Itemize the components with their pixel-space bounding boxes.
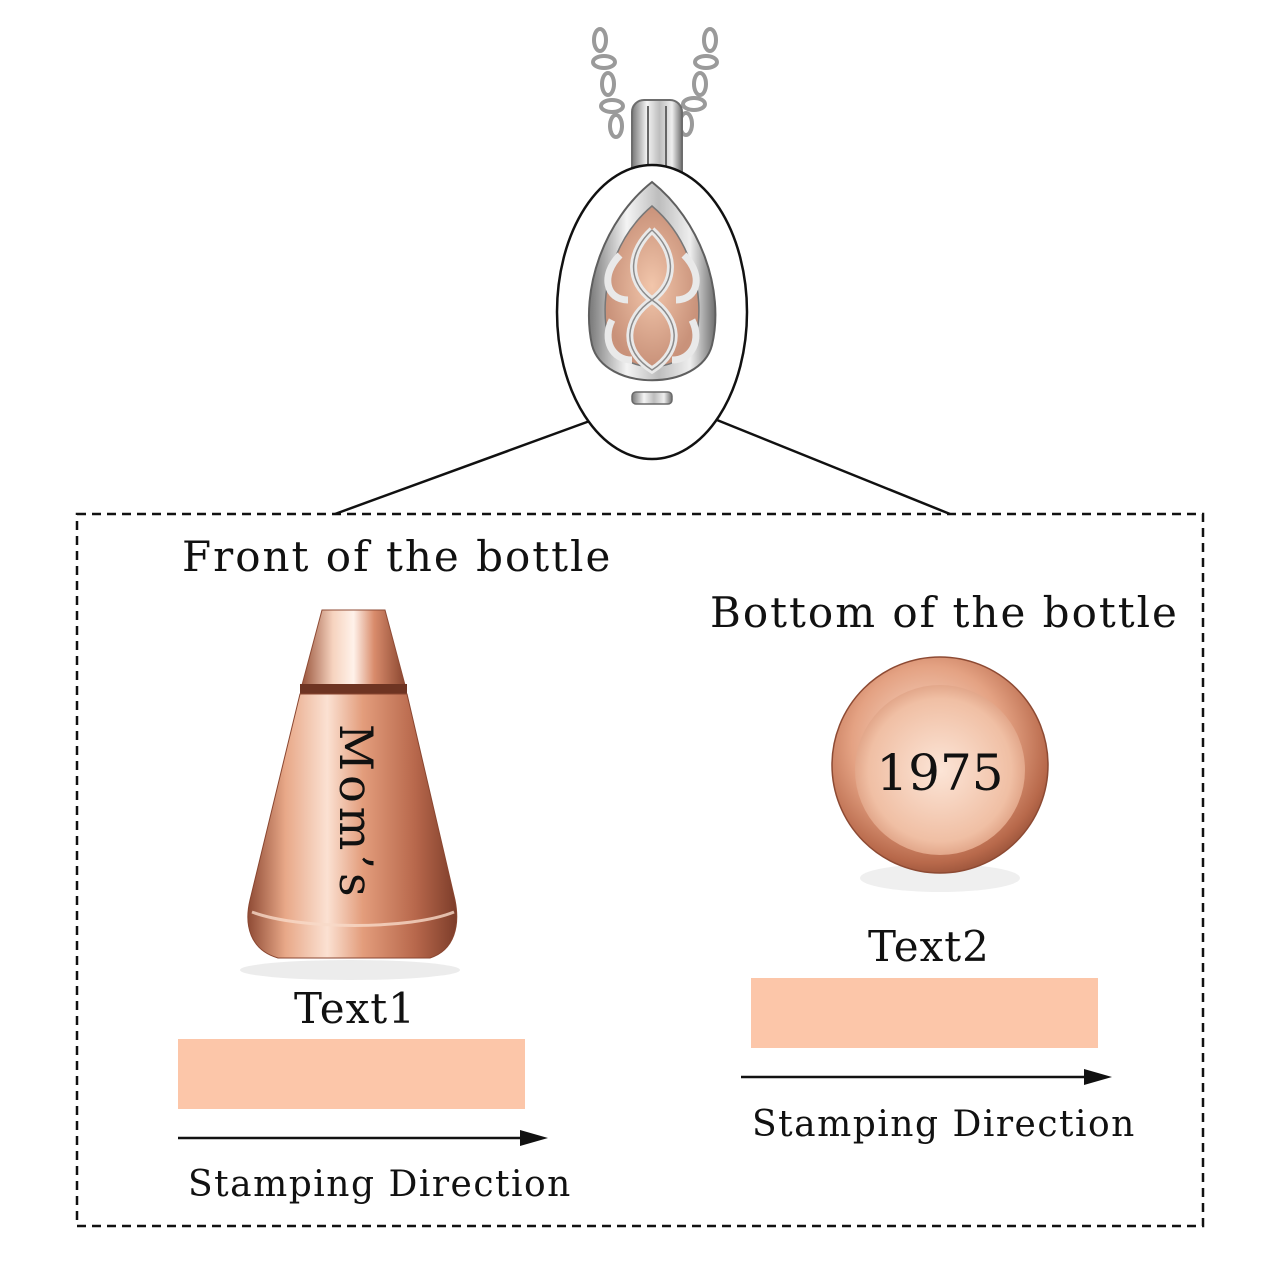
cage-pendant [588,180,717,405]
callout-lines [334,416,951,516]
bottom-disc [831,656,1049,892]
front-stamping-direction-label: Stamping Direction [188,1164,572,1205]
detail-frame [75,512,1205,1228]
bottom-engraving-text: 1975 [876,744,1003,802]
arrow-right-icon [178,1130,548,1146]
front-bottle [240,609,460,980]
front-of-bottle-title: Front of the bottle [182,532,613,581]
text1-label: Text1 [294,984,416,1033]
necklace-chain [591,27,719,139]
bottom-stamping-direction-label: Stamping Direction [752,1104,1136,1145]
text2-input-box[interactable] [751,978,1098,1048]
arrow-right-icon [741,1069,1112,1085]
text2-label: Text2 [868,922,990,971]
front-engraving-text: Mom’s [329,724,383,901]
text1-input-box[interactable] [178,1039,525,1109]
bottom-of-bottle-title: Bottom of the bottle [710,588,1179,637]
